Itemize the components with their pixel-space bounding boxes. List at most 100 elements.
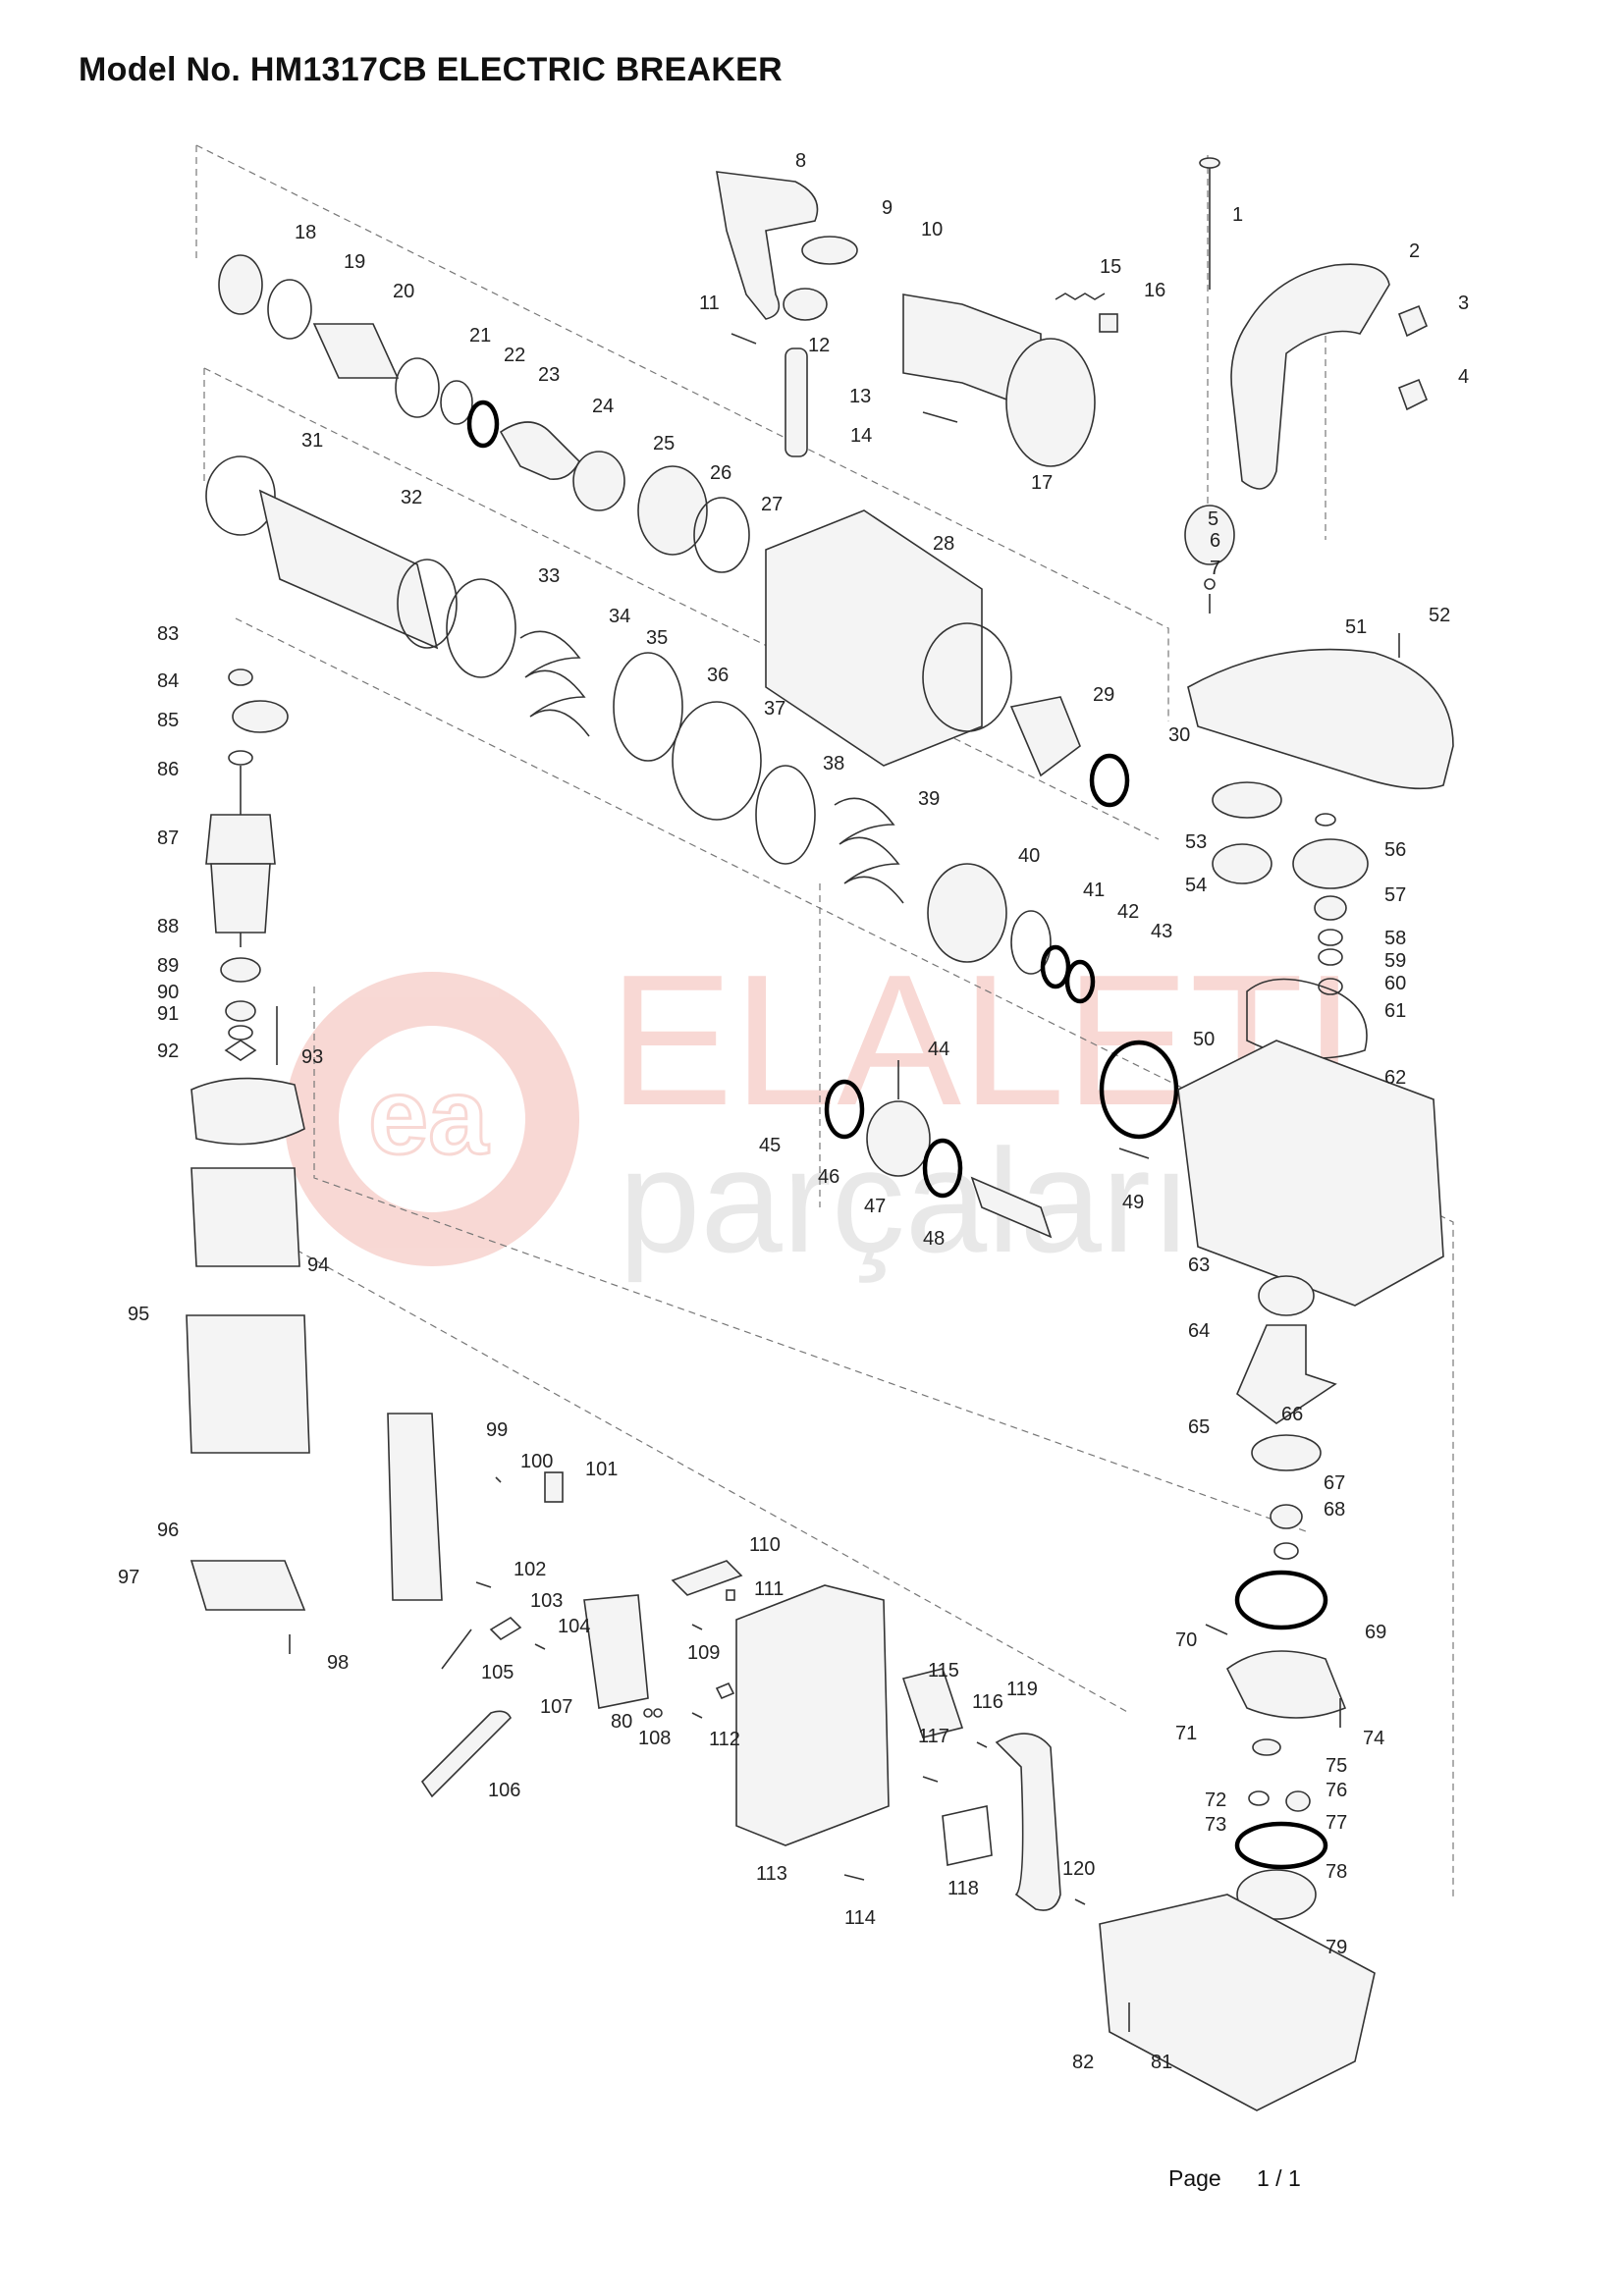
part-number-100: 100 bbox=[520, 1451, 553, 1472]
part-number-49: 49 bbox=[1122, 1192, 1144, 1213]
part-number-18: 18 bbox=[295, 222, 316, 243]
part-number-86: 86 bbox=[157, 759, 179, 780]
part-number-107: 107 bbox=[540, 1696, 572, 1718]
part-number-83: 83 bbox=[157, 623, 179, 645]
part-number-27: 27 bbox=[761, 494, 783, 515]
part-number-63: 63 bbox=[1188, 1255, 1210, 1276]
part-number-15: 15 bbox=[1100, 256, 1121, 278]
part-number-33: 33 bbox=[538, 565, 560, 587]
part-number-64: 64 bbox=[1188, 1320, 1210, 1342]
spring-34 bbox=[519, 630, 590, 737]
part-number-32: 32 bbox=[401, 487, 422, 508]
part-number-62: 62 bbox=[1384, 1067, 1406, 1089]
part-number-112: 112 bbox=[709, 1729, 740, 1750]
parts-drawing bbox=[186, 157, 1454, 2111]
part-number-58: 58 bbox=[1384, 928, 1406, 949]
part-number-94: 94 bbox=[307, 1255, 329, 1276]
part-number-119: 119 bbox=[1006, 1679, 1038, 1700]
part-number-116: 116 bbox=[972, 1691, 1003, 1713]
part-number-61: 61 bbox=[1384, 1000, 1406, 1022]
part-number-10: 10 bbox=[921, 219, 943, 240]
part-number-99: 99 bbox=[486, 1419, 508, 1441]
part-number-96: 96 bbox=[157, 1520, 179, 1541]
part-number-9: 9 bbox=[882, 197, 893, 219]
part-number-90: 90 bbox=[157, 982, 179, 1003]
part-number-108: 108 bbox=[638, 1728, 671, 1749]
part-number-72: 72 bbox=[1205, 1789, 1226, 1811]
part-number-82: 82 bbox=[1072, 2052, 1094, 2073]
part-number-16: 16 bbox=[1144, 280, 1165, 301]
part-number-43: 43 bbox=[1151, 921, 1172, 942]
part-number-11: 11 bbox=[699, 293, 720, 314]
part-number-37: 37 bbox=[764, 698, 785, 720]
part-number-91: 91 bbox=[157, 1003, 179, 1025]
part-number-79: 79 bbox=[1326, 1937, 1347, 1958]
part-number-110: 110 bbox=[749, 1534, 781, 1556]
part-number-35: 35 bbox=[646, 627, 668, 649]
part-number-42: 42 bbox=[1117, 901, 1139, 923]
part-number-76: 76 bbox=[1326, 1780, 1347, 1801]
part-number-56: 56 bbox=[1384, 839, 1406, 861]
part-number-97: 97 bbox=[118, 1567, 139, 1588]
part-number-23: 23 bbox=[538, 364, 560, 386]
assembly-guide-lines bbox=[195, 144, 1454, 1899]
part-number-117: 117 bbox=[918, 1726, 949, 1747]
part-number-87: 87 bbox=[157, 828, 179, 849]
watermark-logo-text: ea bbox=[368, 1056, 489, 1177]
part-number-109: 109 bbox=[687, 1642, 720, 1664]
part-number-71: 71 bbox=[1175, 1723, 1197, 1744]
part-number-34: 34 bbox=[609, 606, 630, 627]
side-handle bbox=[1230, 263, 1390, 490]
part-number-115: 115 bbox=[928, 1660, 959, 1682]
part-number-14: 14 bbox=[850, 425, 872, 447]
part-number-85: 85 bbox=[157, 710, 179, 731]
part-number-84: 84 bbox=[157, 670, 179, 692]
part-number-4: 4 bbox=[1458, 366, 1469, 388]
part-number-93: 93 bbox=[301, 1046, 323, 1068]
part-number-104: 104 bbox=[558, 1616, 590, 1637]
part-number-19: 19 bbox=[344, 251, 365, 273]
part-number-77: 77 bbox=[1326, 1812, 1347, 1834]
part-number-57: 57 bbox=[1384, 884, 1406, 906]
part-number-21: 21 bbox=[469, 325, 491, 347]
part-number-78: 78 bbox=[1326, 1861, 1347, 1883]
part-number-8: 8 bbox=[795, 150, 806, 172]
part-number-54: 54 bbox=[1185, 875, 1207, 896]
part-number-13: 13 bbox=[849, 386, 871, 407]
part-number-41: 41 bbox=[1083, 880, 1105, 901]
part-number-95: 95 bbox=[128, 1304, 149, 1325]
part-number-105: 105 bbox=[481, 1662, 514, 1683]
part-number-22: 22 bbox=[504, 345, 525, 366]
part-number-66: 66 bbox=[1281, 1404, 1303, 1425]
part-number-92: 92 bbox=[157, 1041, 179, 1062]
part-number-59: 59 bbox=[1384, 950, 1406, 972]
part-number-3: 3 bbox=[1458, 293, 1469, 314]
part-number-52: 52 bbox=[1429, 605, 1450, 626]
part-number-70: 70 bbox=[1175, 1629, 1197, 1651]
part-number-26: 26 bbox=[710, 462, 731, 484]
part-number-113: 113 bbox=[756, 1863, 787, 1885]
part-number-69: 69 bbox=[1365, 1622, 1386, 1643]
part-number-75: 75 bbox=[1326, 1755, 1347, 1777]
side-handle-bolt bbox=[1199, 157, 1220, 290]
part-number-50: 50 bbox=[1193, 1029, 1215, 1050]
part-number-102: 102 bbox=[514, 1559, 546, 1580]
part-number-101: 101 bbox=[585, 1459, 618, 1480]
part-number-44: 44 bbox=[928, 1039, 949, 1060]
part-number-51: 51 bbox=[1345, 616, 1367, 638]
part-number-48: 48 bbox=[923, 1228, 945, 1250]
part-number-6: 6 bbox=[1210, 530, 1220, 552]
part-number-67: 67 bbox=[1324, 1472, 1345, 1494]
part-number-7: 7 bbox=[1210, 558, 1220, 579]
part-number-89: 89 bbox=[157, 955, 179, 977]
part-number-81: 81 bbox=[1151, 2052, 1172, 2073]
part-number-106: 106 bbox=[488, 1780, 520, 1801]
page-number: 1 / 1 bbox=[1257, 2165, 1301, 2191]
part-number-45: 45 bbox=[759, 1135, 781, 1156]
part-number-5: 5 bbox=[1208, 508, 1218, 530]
part-number-98: 98 bbox=[327, 1652, 349, 1674]
part-number-60: 60 bbox=[1384, 973, 1406, 994]
part-number-12: 12 bbox=[808, 335, 830, 356]
part-number-114: 114 bbox=[844, 1907, 876, 1929]
